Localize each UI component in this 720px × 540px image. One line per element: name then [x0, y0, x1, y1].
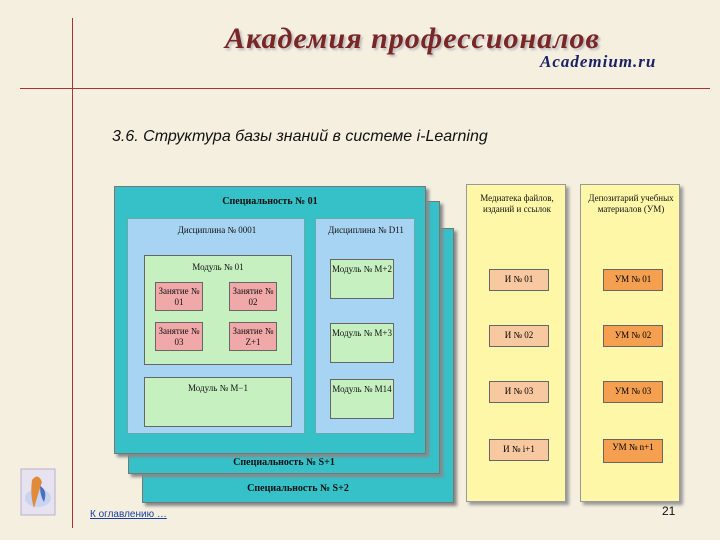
academy-logo-icon: [20, 468, 56, 516]
module-label-m2: Модуль № M+2: [332, 264, 392, 274]
module-box-m3: Модуль № M+3: [330, 323, 394, 363]
occupation-box-z1: Занятие № Z+1: [229, 322, 277, 351]
module-box-m14: Модуль № M14: [330, 379, 394, 419]
occupation-label-z1: Занятие № Z+1: [232, 326, 274, 347]
discipline-box-d11: Дисциплина № D11 Модуль № M+2 Модуль № M…: [315, 218, 415, 434]
media-item-03: И № 03: [489, 381, 549, 403]
specialty-label-s1: Специальность № S+1: [233, 457, 335, 468]
module-box-m1: Модуль № M−1: [144, 377, 292, 427]
discipline-label-0001: Дисциплина № 0001: [177, 225, 257, 235]
vertical-rule: [72, 18, 73, 528]
media-library-column: Медиатека файлов, изданий и ссылок И № 0…: [466, 184, 566, 502]
slide-heading: 3.6. Структура базы знаний в системе i-L…: [112, 128, 488, 145]
depository-item-03: УМ № 03: [603, 381, 663, 403]
discipline-box-0001: Дисциплина № 0001 Модуль № 01 Занятие № …: [127, 218, 305, 434]
depository-item-01: УМ № 01: [603, 269, 663, 291]
table-of-contents-link[interactable]: К оглавлению …: [90, 509, 167, 520]
media-library-title: Медиатека файлов, изданий и ссылок: [480, 193, 554, 214]
module-label-m14: Модуль № M14: [332, 384, 392, 394]
discipline-label-d11: Дисциплина № D11: [328, 225, 404, 235]
depository-title: Депозитарий учебных материалов (УМ): [588, 193, 674, 214]
module-label-m3: Модуль № M+3: [332, 328, 392, 338]
media-item-i1: И № i+1: [489, 439, 549, 461]
module-label-m1: Модуль № M−1: [188, 383, 248, 393]
media-item-01: И № 01: [489, 269, 549, 291]
horizontal-rule: [20, 88, 710, 89]
specialty-label-01: Специальность № 01: [222, 196, 318, 207]
occupation-label-03: Занятие № 03: [158, 326, 200, 347]
module-label-01: Модуль № 01: [192, 262, 244, 272]
occupation-label-02: Занятие № 02: [232, 286, 274, 307]
occupation-box-01: Занятие № 01: [155, 282, 203, 311]
specialty-label-s2: Специальность № S+2: [247, 483, 349, 494]
media-item-02: И № 02: [489, 325, 549, 347]
page-number: 21: [662, 504, 676, 518]
depository-item-02: УМ № 02: [603, 325, 663, 347]
brand-site: Academium.ru: [540, 52, 657, 71]
brand-title: Академия профессионалов: [225, 22, 600, 55]
module-box-01: Модуль № 01 Занятие № 01 Занятие № 02 За…: [144, 255, 292, 365]
occupation-box-02: Занятие № 02: [229, 282, 277, 311]
specialty-box-01: Специальность № 01 Дисциплина № 0001 Мод…: [114, 186, 426, 454]
depository-column: Депозитарий учебных материалов (УМ) УМ №…: [580, 184, 680, 502]
occupation-box-03: Занятие № 03: [155, 322, 203, 351]
depository-item-n1: УМ № n+1: [603, 439, 663, 463]
occupation-label-01: Занятие № 01: [158, 286, 200, 307]
module-box-m2: Модуль № M+2: [330, 259, 394, 299]
